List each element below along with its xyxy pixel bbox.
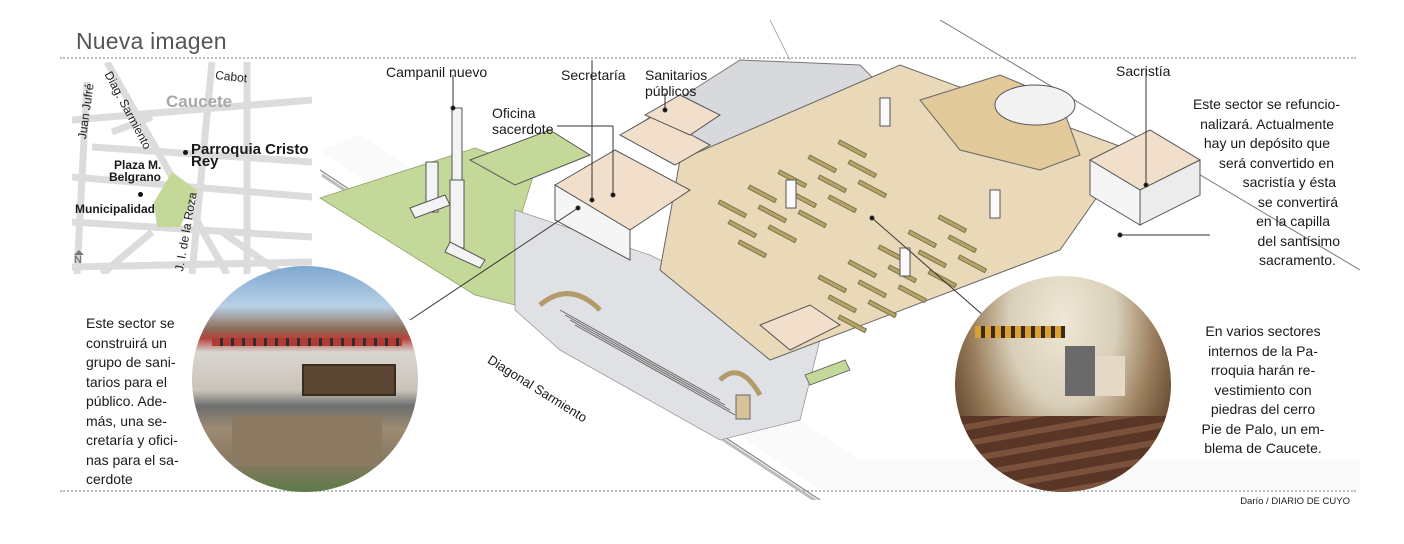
caption-top-right: Este sector se refuncio- nalizará. Actua… [1192, 96, 1340, 268]
place-plaza-line2: Belgrano [109, 170, 162, 184]
place-parroquia: Parroquia Cristo Rey [191, 141, 309, 170]
label-sanitarios-2: públicos [645, 83, 697, 99]
locator-map: Juan Jufré Diag. Sarmiento Cabot J. I. d… [72, 62, 312, 274]
place-plaza-line1: Plaza M. [114, 158, 162, 172]
plaza-belgrano-park [154, 172, 197, 227]
label-oficina-2: sacerdote [492, 121, 554, 137]
floor-plan-illustration [300, 19, 1361, 507]
label-sanitarios-1: Sanitarios [645, 67, 708, 83]
label-secretaria: Secretaría [561, 67, 626, 83]
bottom-divider [60, 490, 1356, 492]
baptistery [759, 304, 841, 351]
north-arrow-icon: N [74, 250, 84, 266]
campanil-towers [409, 107, 486, 269]
entrance-stairs [538, 291, 763, 420]
label-oficina-1: Oficina [492, 105, 536, 121]
caption-left: Este sector se construirá un grupo de sa… [86, 315, 179, 487]
offices-block [554, 94, 721, 261]
lawn-area-2 [468, 129, 592, 186]
municipalidad-marker [138, 192, 143, 197]
parroquia-marker [183, 150, 188, 155]
city-name: Caucete [166, 92, 233, 111]
label-campanil: Campanil nuevo [386, 64, 488, 80]
sacristia-block [1088, 129, 1202, 226]
leader-lines [409, 60, 1210, 331]
caption-bottom-right: En varios sectores internos de la Pa- rr… [1201, 323, 1325, 456]
top-divider [60, 57, 1356, 59]
columns [785, 97, 1001, 277]
apse [994, 84, 1076, 126]
place-municipalidad: Municipalidad [75, 202, 156, 216]
photo-interior-render [955, 276, 1171, 492]
photo-exterior-render [192, 266, 418, 492]
credit: Darío / DIARIO DE CUYO [1240, 496, 1350, 507]
page-title: Nueva imagen [76, 28, 227, 54]
pews [717, 139, 988, 334]
label-sacristia: Sacristía [1116, 63, 1171, 79]
